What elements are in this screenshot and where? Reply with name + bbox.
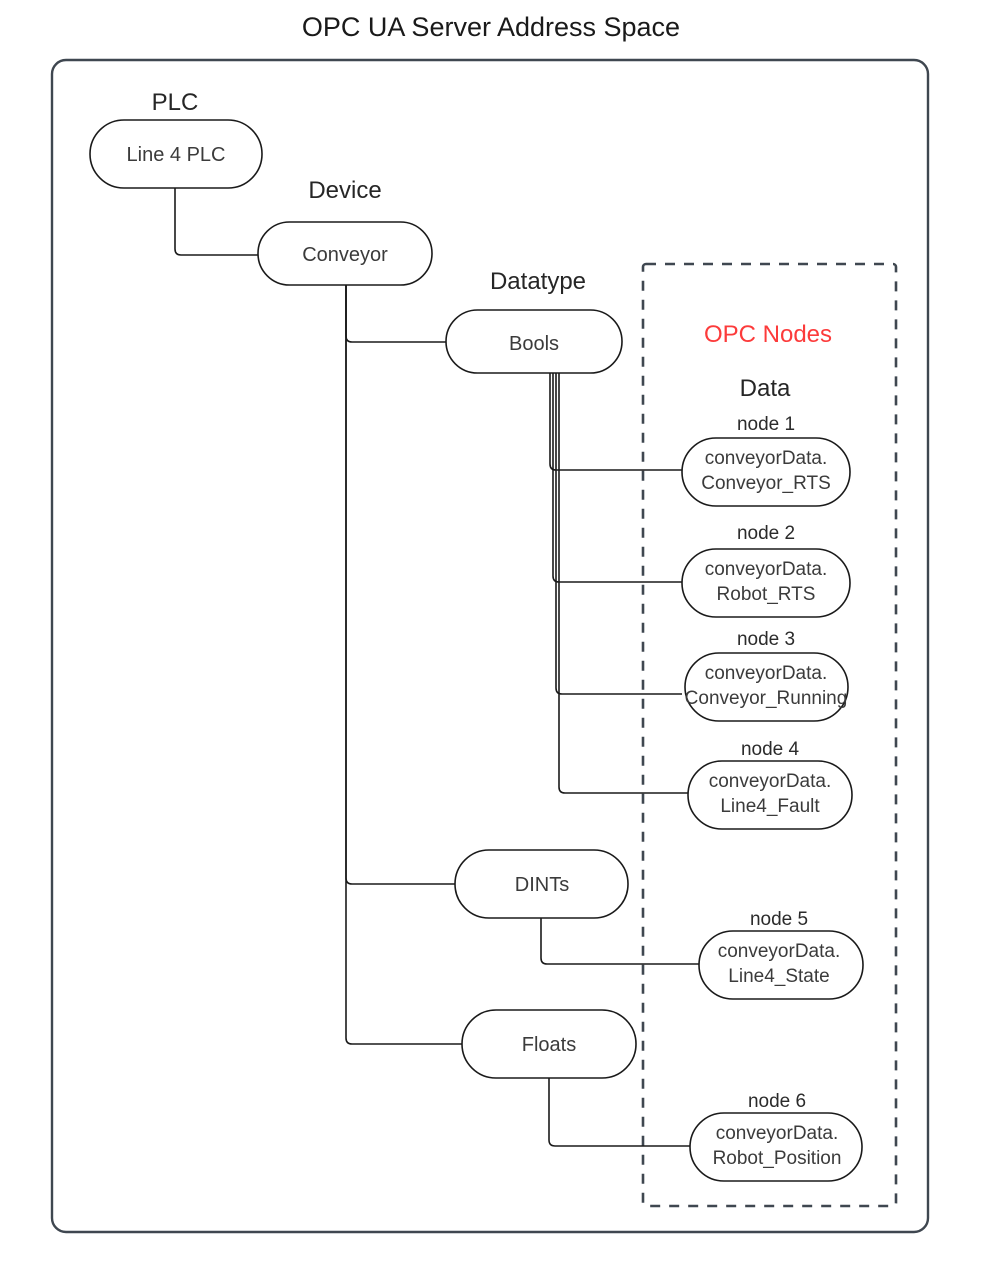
address-space-frame <box>50 58 930 1234</box>
opc-node-1-shape <box>681 437 851 507</box>
opc-node-5-line2: Line4_State <box>728 966 829 987</box>
device-group-label: Device <box>308 177 381 204</box>
opc-node-6-shape <box>689 1112 863 1182</box>
opc-node-3-shape <box>684 652 849 722</box>
node-dints-label: DINTs <box>515 874 569 896</box>
connector-dints-to-node5 <box>540 918 699 965</box>
opc-node-3[interactable]: node 3 conveyorData. Conveyor_Running <box>684 629 849 722</box>
opc-node-1-caption: node 1 <box>737 414 795 435</box>
node-conveyor[interactable]: Conveyor <box>257 221 433 286</box>
node-dints-shape <box>454 849 629 919</box>
opc-node-6-line2: Robot_Position <box>713 1148 842 1169</box>
datatype-group-label: Datatype <box>490 268 586 295</box>
connector-plc-to-device <box>174 188 258 256</box>
opc-node-5-line1: conveyorData. <box>718 941 841 962</box>
opc-node-2[interactable]: node 2 conveyorData. Robot_RTS <box>681 523 851 618</box>
node-line4-plc[interactable]: Line 4 PLC <box>89 119 263 189</box>
opc-node-3-line1: conveyorData. <box>705 663 828 684</box>
opc-node-2-line1: conveyorData. <box>705 559 828 580</box>
opc-node-5-shape <box>698 930 864 1000</box>
opc-node-4-line1: conveyorData. <box>709 771 832 792</box>
node-bools-shape <box>445 309 623 374</box>
node-dints[interactable]: DINTs <box>454 849 629 919</box>
connector-bools-to-node3 <box>555 373 682 695</box>
node-line4-plc-label: Line 4 PLC <box>127 144 226 166</box>
node-floats-shape <box>461 1009 637 1079</box>
connector-bools-to-node1 <box>549 373 682 471</box>
node-floats-label: Floats <box>522 1034 576 1056</box>
opc-node-3-line2: Conveyor_Running <box>685 688 848 709</box>
opc-node-4-shape <box>687 760 853 830</box>
node-floats[interactable]: Floats <box>461 1009 637 1079</box>
opc-node-4[interactable]: node 4 conveyorData. Line4_Fault <box>687 739 853 830</box>
connector-bools-to-node2 <box>552 373 682 583</box>
opc-node-1-line2: Conveyor_RTS <box>701 473 831 494</box>
page-title: OPC UA Server Address Space <box>302 12 680 42</box>
opc-node-1[interactable]: node 1 conveyorData. Conveyor_RTS <box>681 414 851 507</box>
node-line4-plc-shape <box>89 119 263 189</box>
opc-node-3-caption: node 3 <box>737 629 795 650</box>
connector-bools-to-node4 <box>558 373 688 794</box>
opc-node-2-line2: Robot_RTS <box>717 584 816 605</box>
opc-node-4-line2: Line4_Fault <box>720 796 820 817</box>
opc-node-5[interactable]: node 5 conveyorData. Line4_State <box>698 909 864 1000</box>
opc-node-6[interactable]: node 6 conveyorData. Robot_Position <box>689 1091 863 1182</box>
connector-device-to-floats <box>345 285 462 1045</box>
connector-floats-to-node6 <box>548 1078 690 1147</box>
opc-nodes-region <box>641 262 898 1208</box>
node-conveyor-label: Conveyor <box>302 244 388 266</box>
opc-node-5-caption: node 5 <box>750 909 808 930</box>
opc-node-4-caption: node 4 <box>741 739 800 760</box>
connector-device-to-bools <box>345 285 446 343</box>
opc-node-6-caption: node 6 <box>748 1091 806 1112</box>
opc-nodes-label: OPC Nodes <box>704 321 832 348</box>
opc-node-2-caption: node 2 <box>737 523 795 544</box>
data-group-label: Data <box>740 375 791 402</box>
opc-node-1-line1: conveyorData. <box>705 448 828 469</box>
opc-node-6-line1: conveyorData. <box>716 1123 839 1144</box>
connector-device-to-dints <box>345 285 455 885</box>
node-bools[interactable]: Bools <box>445 309 623 374</box>
plc-group-label: PLC <box>152 89 199 116</box>
opc-node-2-shape <box>681 548 851 618</box>
node-conveyor-shape <box>257 221 433 286</box>
node-bools-label: Bools <box>509 333 559 355</box>
